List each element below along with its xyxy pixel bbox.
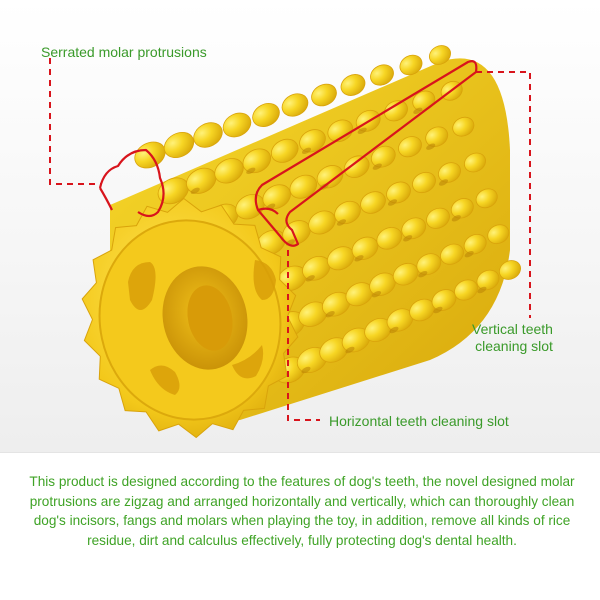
corn-kernel xyxy=(340,74,366,96)
corn-kernel xyxy=(327,119,354,143)
vertical-slot-label: Vertical teeth cleaning slot xyxy=(472,321,553,355)
corn-kernel xyxy=(343,155,370,178)
end-cap xyxy=(81,197,299,439)
corn-kernel xyxy=(252,103,280,127)
corn-kernel xyxy=(270,138,299,163)
corn-kernel xyxy=(464,152,486,173)
cleaning-slot xyxy=(371,290,382,298)
vertical-slot-label-line2: cleaning slot xyxy=(475,338,553,354)
cleaning-slot xyxy=(336,219,347,226)
cleaning-slot xyxy=(354,255,364,262)
corn-kernel xyxy=(370,64,394,86)
cleaning-slot xyxy=(345,346,355,354)
cleaning-slot xyxy=(418,270,428,278)
callout-lines xyxy=(98,60,478,247)
cleaning-slot xyxy=(305,275,315,282)
corn-kernel xyxy=(311,83,337,107)
corn-kernel xyxy=(440,243,464,265)
corn-kernel xyxy=(214,158,244,184)
corn-kernel xyxy=(299,129,326,153)
corn-kernel xyxy=(476,269,500,291)
section-divider xyxy=(0,452,600,453)
cleaning-slot xyxy=(433,306,443,314)
cleaning-slot xyxy=(301,147,312,155)
cleaning-slot xyxy=(426,143,436,150)
horizontal-slot-label: Horizontal teeth cleaning slot xyxy=(329,413,509,429)
corn-kernel xyxy=(499,260,521,280)
corn-kernel xyxy=(376,227,403,250)
dashed-leaders xyxy=(49,58,531,421)
cleaning-slot xyxy=(325,310,335,318)
corn-kernel xyxy=(426,207,450,229)
corn-kernel xyxy=(452,116,475,137)
corn-kernel xyxy=(425,126,449,147)
corn-kernel xyxy=(416,253,442,276)
cleaning-slot xyxy=(438,179,449,186)
corn-kernel xyxy=(163,131,195,159)
cleaning-slot xyxy=(387,199,398,206)
corn-kernel xyxy=(398,136,422,158)
corn-kernel xyxy=(463,233,487,255)
corn-kernel xyxy=(316,165,344,189)
vertical-slot-label-line1: Vertical teeth xyxy=(472,321,553,337)
corn-kernel xyxy=(487,224,510,245)
corn-kernel xyxy=(360,191,386,214)
corn-kernel xyxy=(384,100,408,122)
corn-kernel xyxy=(475,188,498,209)
cleaning-slot xyxy=(403,235,413,242)
cleaning-slot xyxy=(190,187,200,195)
corn-kernel xyxy=(370,145,396,168)
cleaning-slot xyxy=(246,167,256,175)
corn-kernel xyxy=(450,198,474,219)
cleaning-slot xyxy=(451,215,461,222)
corn-kernel xyxy=(334,200,361,225)
corn-kernel xyxy=(438,162,461,183)
corn-kernel xyxy=(454,279,478,301)
cleaning-slot xyxy=(389,326,399,334)
corn-kernel xyxy=(401,217,427,240)
corn-kernel xyxy=(412,171,436,194)
product-photo-area xyxy=(0,0,600,452)
corn-kernel xyxy=(429,45,451,65)
corn-kernel xyxy=(193,122,223,148)
cleaning-slot xyxy=(372,163,382,170)
corn-kernel xyxy=(262,184,291,210)
corn-kernel xyxy=(399,54,423,76)
cleaning-slot xyxy=(477,286,487,294)
corn-kernel xyxy=(281,93,309,117)
corn-kernel xyxy=(289,174,318,199)
cleaning-slot xyxy=(301,366,311,374)
cleaning-slot xyxy=(464,250,474,258)
product-description: This product is designed according to th… xyxy=(29,474,575,548)
serrated-molar-label: Serrated molar protrusions xyxy=(41,44,207,60)
corn-kernel xyxy=(242,148,272,174)
cleaning-slot xyxy=(413,107,423,115)
corn-kernel xyxy=(222,112,252,138)
cleaning-slot xyxy=(357,127,367,135)
corn-kernel xyxy=(386,181,411,204)
corn-chew-toy-illustration xyxy=(49,45,531,439)
